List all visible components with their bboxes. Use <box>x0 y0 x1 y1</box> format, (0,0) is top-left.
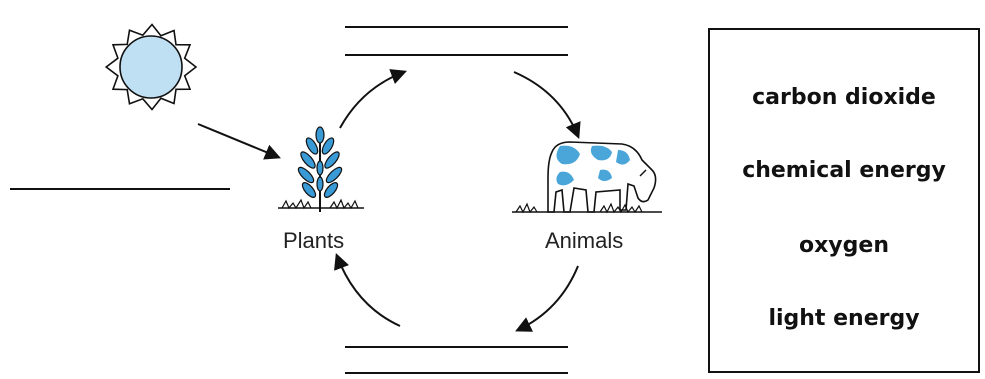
animals-label: Animals <box>545 228 623 254</box>
arrow-plants-to-top <box>340 72 404 128</box>
word-bank-box: carbon dioxide chemical energy oxygen li… <box>708 28 980 373</box>
sun-disk <box>120 36 182 98</box>
arrow-animals-to-bottom <box>518 266 578 330</box>
word-bank-item: oxygen <box>710 233 978 258</box>
plants-label: Plants <box>283 228 344 254</box>
arrow-top-to-animals <box>514 72 578 136</box>
word-bank-item: light energy <box>710 306 978 331</box>
sun-icon <box>106 25 196 110</box>
arrow-bottom-to-plants <box>337 256 400 326</box>
word-bank-item: carbon dioxide <box>710 85 978 110</box>
word-bank-item: chemical energy <box>710 158 978 183</box>
arrow-sun-to-plants <box>198 124 278 157</box>
cow-icon <box>512 142 662 212</box>
plant-icon <box>278 127 364 212</box>
